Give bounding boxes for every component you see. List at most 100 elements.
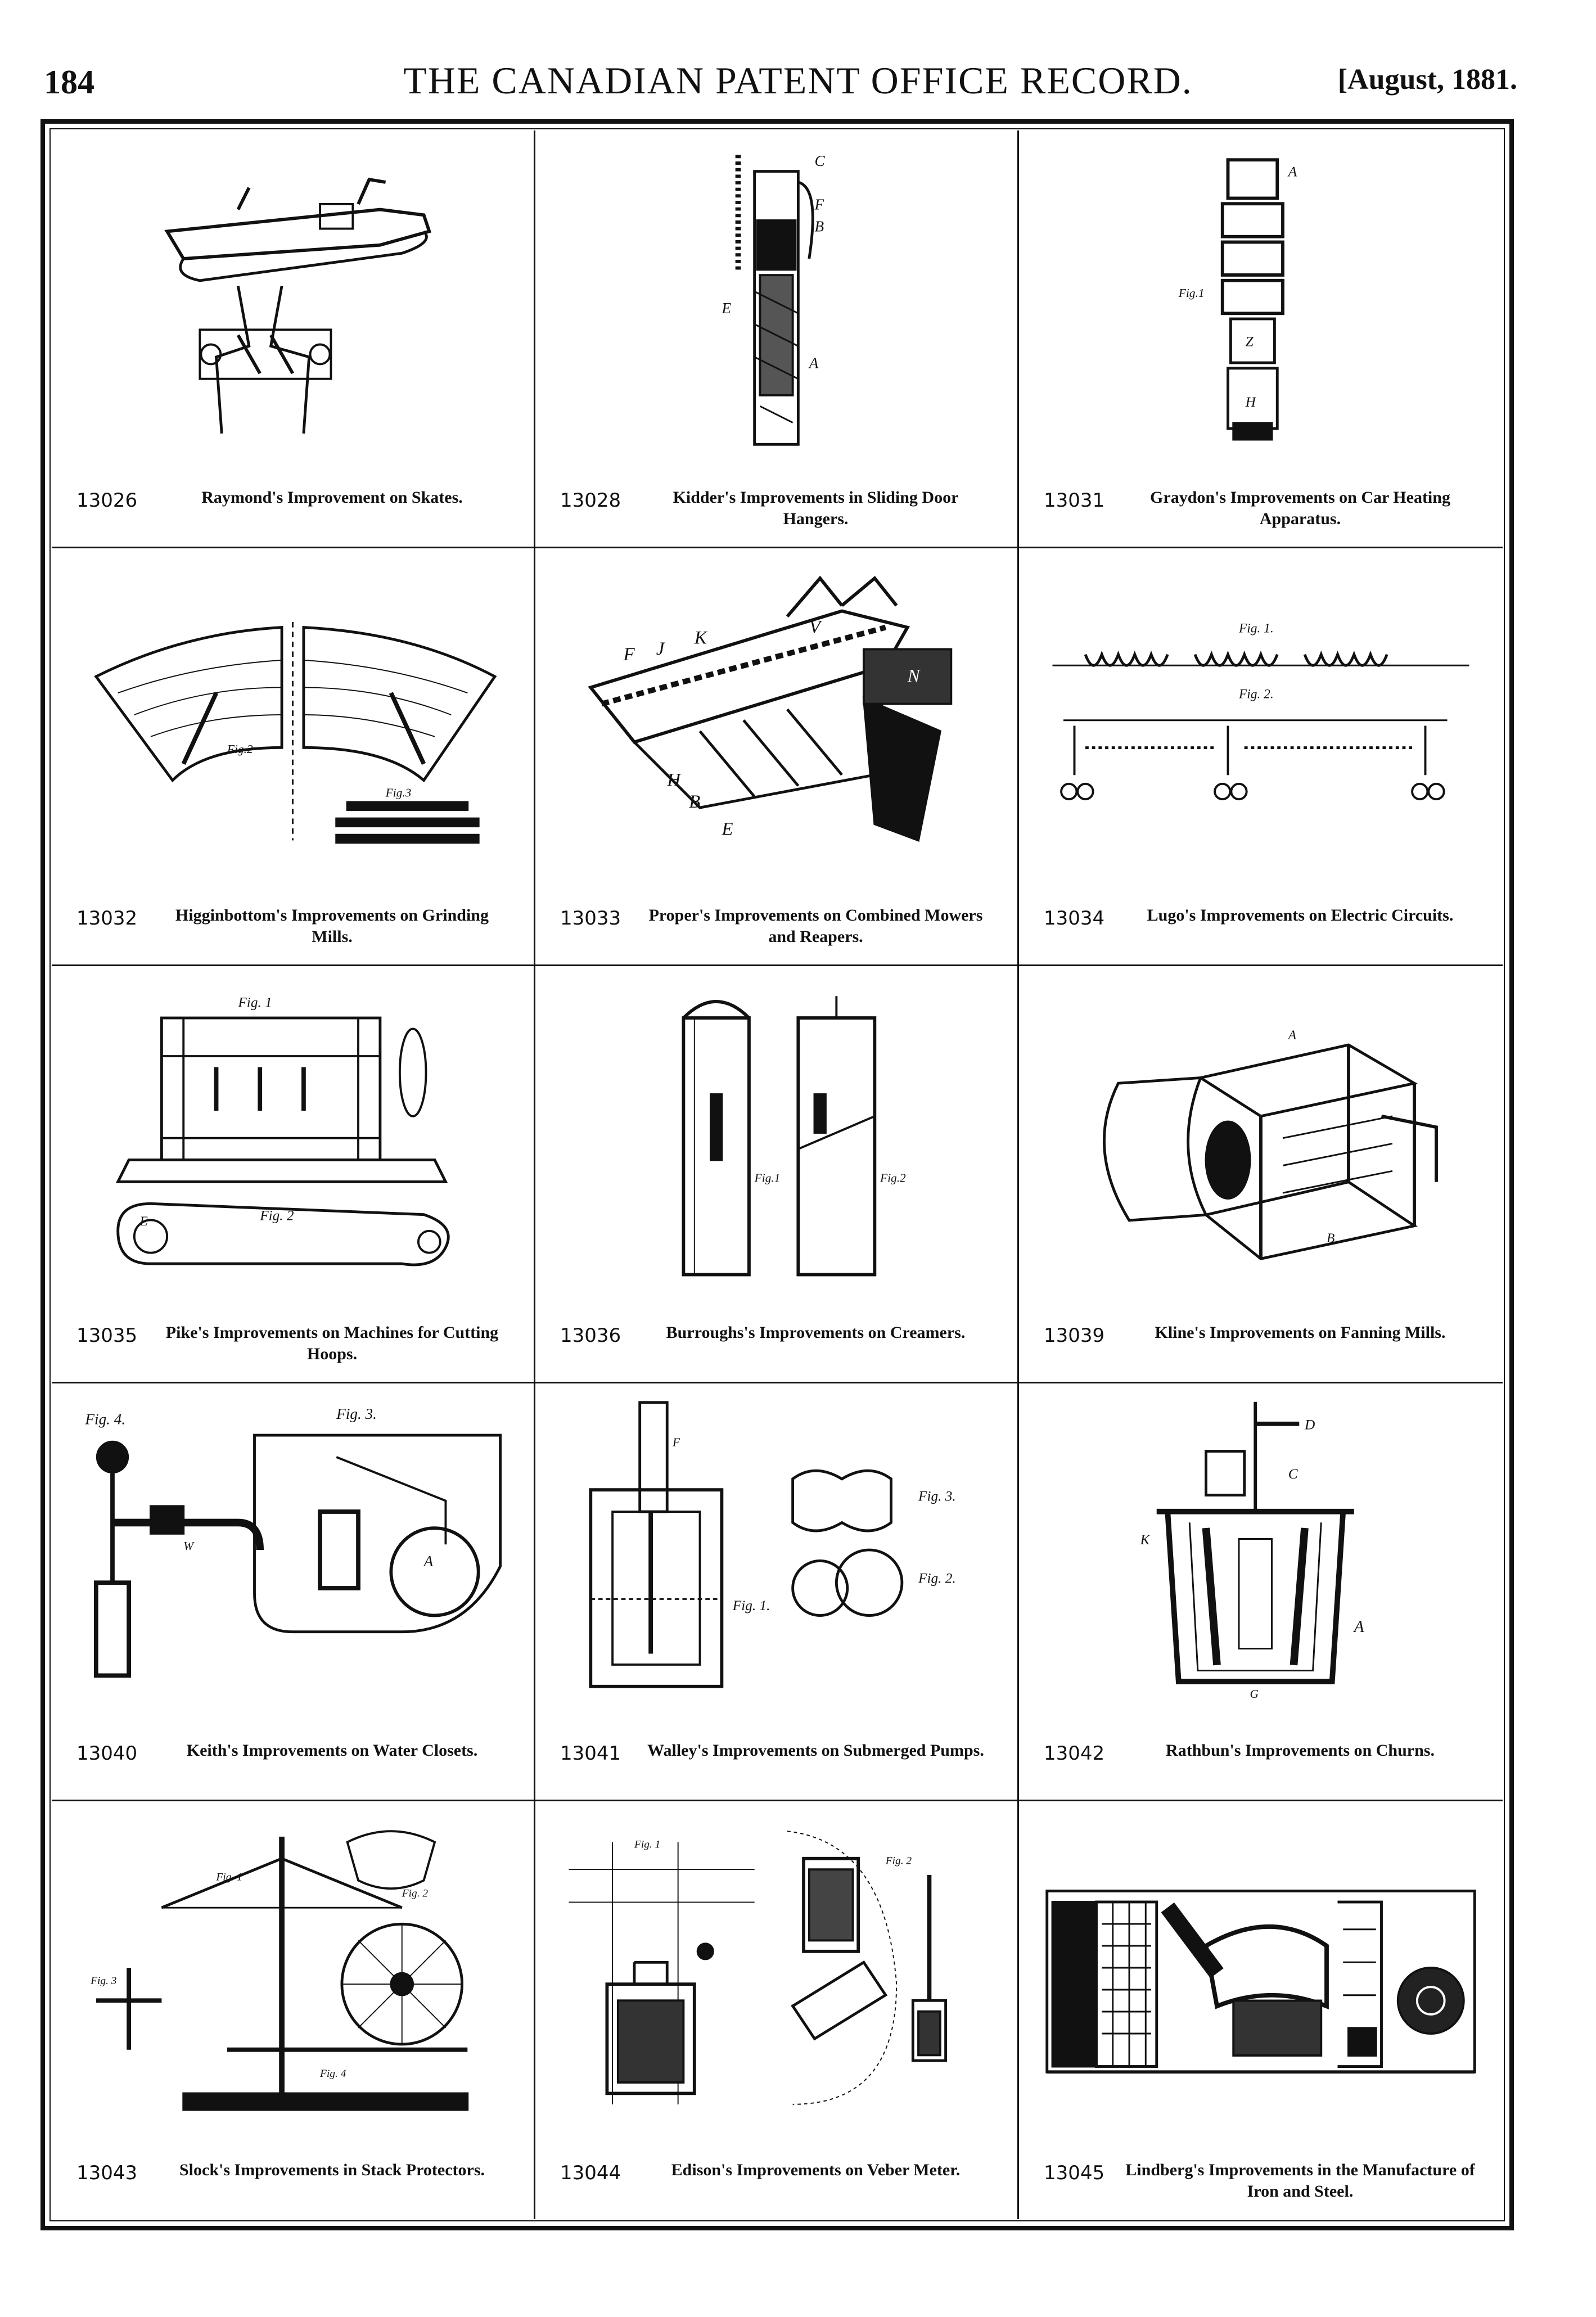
churn-drawing: D C K A G	[1042, 1398, 1480, 1702]
figure-label: Fig. 4.	[84, 1411, 125, 1428]
patent-title: Kline's Improvements on Fanning Mills.	[1155, 1323, 1446, 1342]
figure-label: F	[623, 644, 635, 665]
figure-caption: 13034 Lugo's Improvements on Electric Ci…	[1038, 897, 1484, 953]
patent-title: Lugo's Improvements on Electric Circuits…	[1147, 905, 1454, 925]
figure-label: A	[1287, 164, 1297, 180]
patent-number: 13045	[1044, 2161, 1105, 2184]
figure-label: E	[721, 819, 733, 839]
patent-number: 13033	[560, 907, 621, 930]
issue-date: [August, 1881.	[1337, 64, 1517, 96]
figure-label: F	[814, 196, 824, 213]
patent-title: Higginbottom's Improvements on Grinding …	[175, 905, 489, 946]
figure-label: C	[814, 152, 825, 169]
figure-caption: 13043 Slock's Improvements in Stack Prot…	[71, 2152, 515, 2208]
figure-caption: 13031 Graydon's Improvements on Car Heat…	[1038, 479, 1484, 535]
figure-label: K	[694, 628, 708, 648]
patent-number: 13036	[560, 1324, 621, 1347]
figure-label: A	[423, 1553, 434, 1570]
electric-circuit-drawing: Fig. 1. Fig. 2.	[1042, 563, 1480, 867]
figure-label: F	[672, 1436, 680, 1449]
figure-caption: 13040 Keith's Improvements on Water Clos…	[71, 1732, 515, 1788]
patent-number: 13032	[76, 907, 138, 930]
figure-label: Fig. 2	[885, 1855, 912, 1867]
figure-label: E	[139, 1214, 148, 1229]
car-heater-drawing: A Fig.1 Z H	[1042, 145, 1480, 449]
figure-label: Fig.3	[385, 786, 412, 799]
figure-caption: 13045 Lindberg's Improvements in the Man…	[1038, 2152, 1484, 2208]
figure-label: Fig. 1	[216, 1872, 242, 1883]
patent-title: Rathbun's Improvements on Churns.	[1166, 1741, 1435, 1760]
journal-title: THE CANADIAN PATENT OFFICE RECORD.	[403, 59, 1193, 102]
figure-label: Fig.2	[880, 1171, 906, 1184]
patent-cell: Fig. 1 Fig. 2 E 13035 Pike's Improvement…	[52, 966, 535, 1384]
figure-caption: 13039 Kline's Improvements on Fanning Mi…	[1038, 1314, 1484, 1371]
figure-label: Fig. 3.	[336, 1405, 377, 1422]
patent-title: Kidder's Improvements in Sliding Door Ha…	[673, 488, 959, 528]
patent-cell: F J K V N H B E 13033 Proper's Improveme…	[535, 548, 1019, 966]
figure-label: Fig.2	[227, 742, 253, 756]
patent-number: 13043	[76, 2161, 138, 2184]
patent-title: Raymond's Improvement on Skates.	[201, 488, 463, 507]
figure-label: K	[1140, 1532, 1151, 1548]
figure-label: Fig. 3	[90, 1975, 117, 1987]
page-number: 184	[44, 64, 94, 101]
stack-protector-drawing: Fig. 1 Fig. 2 Fig. 3 Fig. 4	[74, 1816, 511, 2120]
patent-title: Pike's Improvements on Machines for Cutt…	[165, 1323, 499, 1364]
plate-inner-rule	[49, 128, 1505, 2221]
patent-number: 13041	[560, 1742, 621, 1765]
figure-label: N	[907, 666, 921, 687]
figure-label: D	[1304, 1417, 1315, 1433]
figure-caption: 13035 Pike's Improvements on Machines fo…	[71, 1314, 515, 1371]
figure-caption: 13028 Kidder's Improvements in Sliding D…	[554, 479, 998, 535]
figure-label: E	[721, 300, 731, 317]
figure-label: Fig. 3.	[918, 1489, 956, 1504]
figure-label: V	[809, 617, 823, 637]
figure-caption: 13036 Burroughs's Improvements on Creame…	[554, 1314, 998, 1371]
figure-caption: 13044 Edison's Improvements on Veber Met…	[554, 2152, 998, 2208]
patent-title: Walley's Improvements on Submerged Pumps…	[647, 1741, 984, 1760]
figure-label: Fig.1	[754, 1171, 781, 1184]
figure-label: Fig. 1	[634, 1839, 660, 1851]
patent-number: 13040	[76, 1742, 138, 1765]
patent-title: Proper's Improvements on Combined Mowers…	[648, 905, 983, 946]
water-closet-drawing: Fig. 4. Fig. 3. W A	[74, 1398, 511, 1702]
figure-caption: 13033 Proper's Improvements on Combined …	[554, 897, 998, 953]
patent-cell: A Fig.1 Z H 13031 Graydon's Improvements…	[1019, 130, 1503, 548]
patent-cell: Fig.1 Fig.2 13036 Burroughs's Improvemen…	[535, 966, 1019, 1384]
patent-number: 13042	[1044, 1742, 1105, 1765]
patent-number: 13034	[1044, 907, 1105, 930]
figure-label: Fig. 1	[237, 994, 272, 1010]
patent-number: 13028	[560, 489, 621, 512]
patent-title: Keith's Improvements on Water Closets.	[186, 1741, 478, 1760]
figure-label: Z	[1246, 334, 1254, 350]
figure-label: B	[689, 792, 700, 812]
running-head: 184 THE CANADIAN PATENT OFFICE RECORD. […	[0, 0, 1596, 112]
figure-label: C	[1288, 1467, 1299, 1482]
figure-label: W	[183, 1539, 195, 1553]
fanning-mill-drawing: A B	[1042, 981, 1480, 1284]
iron-furnace-drawing	[1042, 1816, 1480, 2120]
patent-title: Lindberg's Improvements in the Manufactu…	[1125, 2160, 1475, 2201]
mower-reaper-drawing: F J K V N H B E	[558, 563, 995, 867]
patent-title: Graydon's Improvements on Car Heating Ap…	[1150, 488, 1450, 528]
patent-number: 13031	[1044, 489, 1105, 512]
patent-cell: D C K A G 13042 Rathbun's Improvements o…	[1019, 1383, 1503, 1802]
figure-label: H	[1245, 394, 1257, 410]
figure-label: Fig. 4	[319, 2068, 346, 2080]
skate-drawing	[74, 145, 511, 449]
submerged-pump-drawing: F Fig. 1. Fig. 3. Fig. 2.	[558, 1398, 995, 1702]
figure-caption: 13042 Rathbun's Improvements on Churns.	[1038, 1732, 1484, 1788]
meter-drawing: Fig. 1 Fig. 2	[558, 1816, 995, 2120]
grinding-mill-drawing: Fig.2 Fig.3	[74, 563, 511, 867]
figure-label: B	[1327, 1231, 1334, 1246]
figure-label: J	[656, 639, 665, 659]
door-hanger-drawing: C F B E A	[558, 145, 995, 449]
figure-caption: 13032 Higginbottom's Improvements on Gri…	[71, 897, 515, 953]
patent-number: 13044	[560, 2161, 621, 2184]
patent-cell: Fig. 4. Fig. 3. W A 13040 Keith's Improv…	[52, 1383, 535, 1802]
patent-cell: Fig. 1. Fig. 2. 13034 Lugo's Improvement…	[1019, 548, 1503, 966]
figure-label: Fig. 1.	[1238, 621, 1274, 636]
figure-label: Fig.1	[1178, 286, 1205, 300]
patent-number: 13026	[76, 489, 138, 512]
figure-label: A	[808, 354, 819, 371]
